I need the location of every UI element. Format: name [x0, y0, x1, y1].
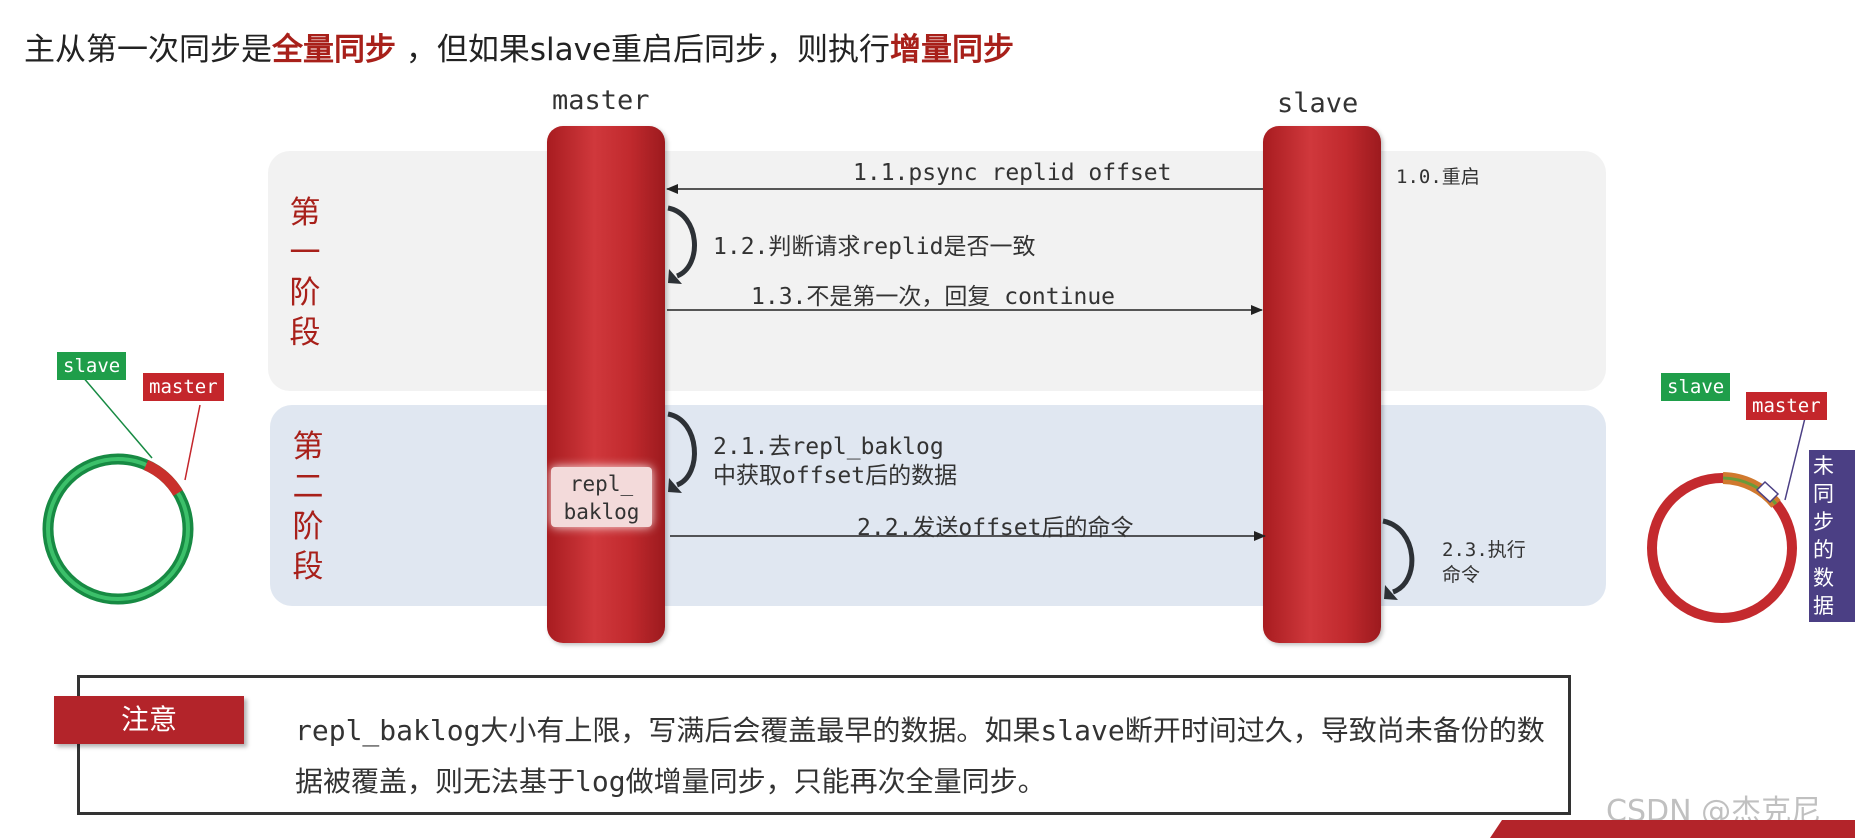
- msg-1-0-restart: 1.0.重启: [1396, 162, 1480, 189]
- unsynced-data-tag: 未同步的数据: [1809, 450, 1855, 622]
- self-loop-2-1: [668, 414, 694, 485]
- msg-2-1-line-2: 中获取offset后的数据: [713, 456, 957, 490]
- self-loop-1-2: [668, 208, 694, 276]
- right-ring-master-tag: master: [1746, 392, 1827, 420]
- note-text: repl_baklog大小有上限，写满后会覆盖最早的数据。如果slave断开时间…: [295, 705, 1545, 807]
- self-loop-2-3: [1383, 521, 1412, 592]
- right-ring-slave-tag: slave: [1661, 373, 1730, 401]
- msg-1-2-check-replid: 1.2.判断请求replid是否一致: [713, 227, 1035, 261]
- note-label: 注意: [54, 696, 244, 744]
- msg-2-3-line-1: 2.3.执行: [1442, 535, 1526, 562]
- left-ring-buffer: [48, 376, 200, 599]
- msg-1-3-continue: 1.3.不是第一次，回复 continue: [751, 277, 1115, 311]
- msg-1-1-psync: 1.1.psync replid offset: [853, 160, 1172, 186]
- left-ring-slave-tag: slave: [57, 352, 126, 380]
- right-ring-buffer: [1652, 418, 1805, 618]
- msg-2-3-line-2: 命令: [1442, 560, 1480, 587]
- msg-2-2-send-commands: 2.2.发送offset后的命令: [857, 508, 1133, 542]
- left-ring-master-tag: master: [143, 373, 224, 401]
- corner-decoration: [1490, 820, 1855, 838]
